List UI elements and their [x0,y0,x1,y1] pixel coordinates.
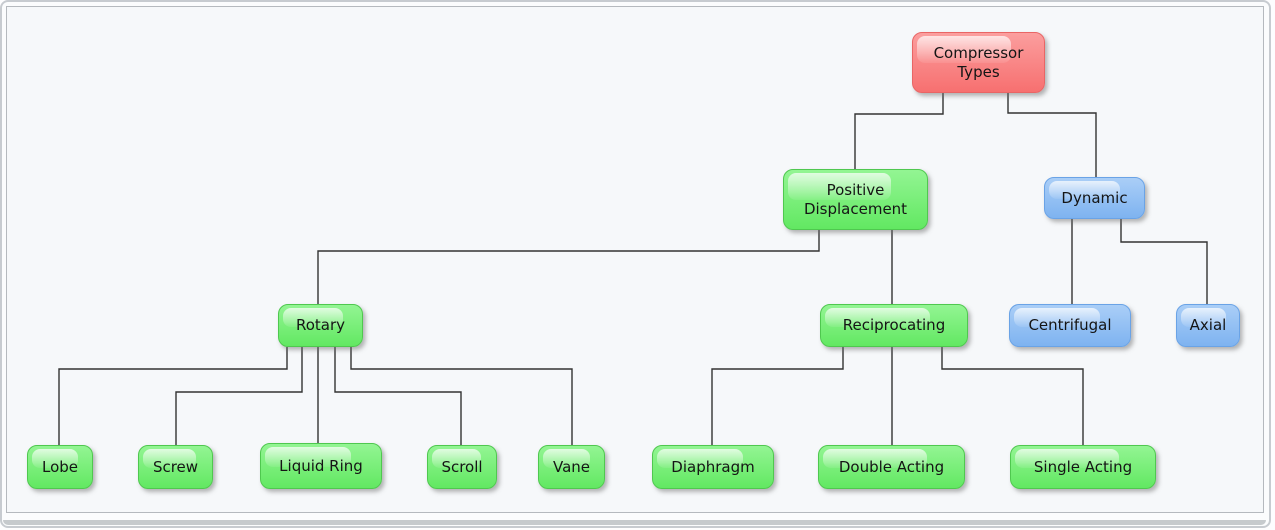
node-scroll: Scroll [427,445,497,489]
node-vane: Vane [538,445,605,489]
node-single-acting: Single Acting [1010,445,1156,489]
node-positive-displacement: Positive Displacement [783,169,928,230]
node-label-compressor-types: Compressor Types [933,44,1024,81]
node-label-centrifugal: Centrifugal [1028,316,1112,335]
node-label-lobe: Lobe [41,457,79,476]
node-centrifugal: Centrifugal [1009,304,1131,347]
node-liquid-ring: Liquid Ring [260,443,382,489]
node-label-screw: Screw [152,457,199,476]
node-dynamic: Dynamic [1044,177,1145,219]
node-screw: Screw [138,445,213,489]
node-label-axial: Axial [1189,316,1227,335]
node-double-acting: Double Acting [818,445,965,489]
node-label-vane: Vane [552,457,591,476]
node-label-positive-displacement: Positive Displacement [803,181,908,218]
node-label-single-acting: Single Acting [1033,457,1133,476]
node-reciprocating: Reciprocating [820,304,968,347]
node-compressor-types: Compressor Types [912,32,1045,93]
node-label-dynamic: Dynamic [1061,188,1128,207]
node-lobe: Lobe [27,445,93,489]
window-bottom-edge [3,520,1266,525]
node-label-scroll: Scroll [441,457,483,476]
node-label-liquid-ring: Liquid Ring [279,456,363,475]
node-diaphragm: Diaphragm [652,445,774,489]
node-label-diaphragm: Diaphragm [671,457,755,476]
node-axial: Axial [1176,304,1240,347]
node-rotary: Rotary [278,304,363,347]
node-label-reciprocating: Reciprocating [842,316,946,335]
node-label-double-acting: Double Acting [838,457,945,476]
node-label-rotary: Rotary [295,316,346,335]
